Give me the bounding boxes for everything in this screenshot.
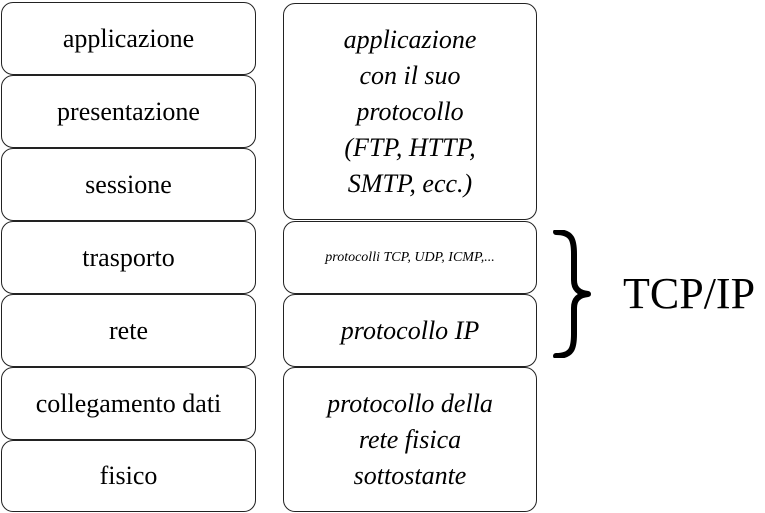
tcpip-physical-line: sottostante (353, 460, 467, 490)
tcpip-application-layer: applicazione con il suo protocollo (FTP,… (283, 3, 537, 220)
curly-brace-icon (553, 230, 591, 358)
tcpip-application-line: applicazione (343, 24, 477, 54)
tcpip-transport-label: protocolli TCP, UDP, ICMP,... (325, 249, 495, 265)
osi-layer-label: presentazione (57, 96, 200, 126)
osi-layer-label: collegamento dati (35, 388, 222, 418)
tcpip-application-line: con il suo (359, 60, 461, 90)
tcpip-physical-line: protocollo della (327, 388, 493, 418)
osi-layer-label: trasporto (82, 242, 175, 272)
osi-layer-presentation: presentazione (1, 75, 256, 148)
tcpip-physical-layer: protocollo della rete fisica sottostante (283, 367, 537, 512)
osi-layer-session: sessione (1, 148, 256, 221)
osi-layer-network: rete (1, 294, 256, 367)
osi-layer-label: rete (109, 315, 148, 345)
tcpip-network-label: protocollo IP (340, 315, 480, 345)
osi-layer-transport: trasporto (1, 221, 256, 294)
tcpip-application-line: (FTP, HTTP, (344, 132, 476, 162)
osi-layer-label: applicazione (62, 23, 195, 53)
osi-layer-label: sessione (85, 169, 172, 199)
tcpip-application-line: SMTP, ecc.) (347, 168, 473, 198)
tcpip-application-line: protocollo (356, 96, 464, 126)
osi-layer-label: fisico (99, 461, 158, 490)
tcpip-network-layer: protocollo IP (283, 294, 537, 367)
tcpip-transport-layer: protocolli TCP, UDP, ICMP,... (283, 221, 537, 294)
osi-layer-physical: fisico (1, 440, 256, 512)
osi-layer-application: applicazione (1, 2, 256, 75)
osi-layer-data-link: collegamento dati (1, 367, 256, 440)
tcpip-physical-line: rete fisica (358, 424, 462, 454)
tcpip-suite-label: TCP/IP (623, 269, 756, 318)
